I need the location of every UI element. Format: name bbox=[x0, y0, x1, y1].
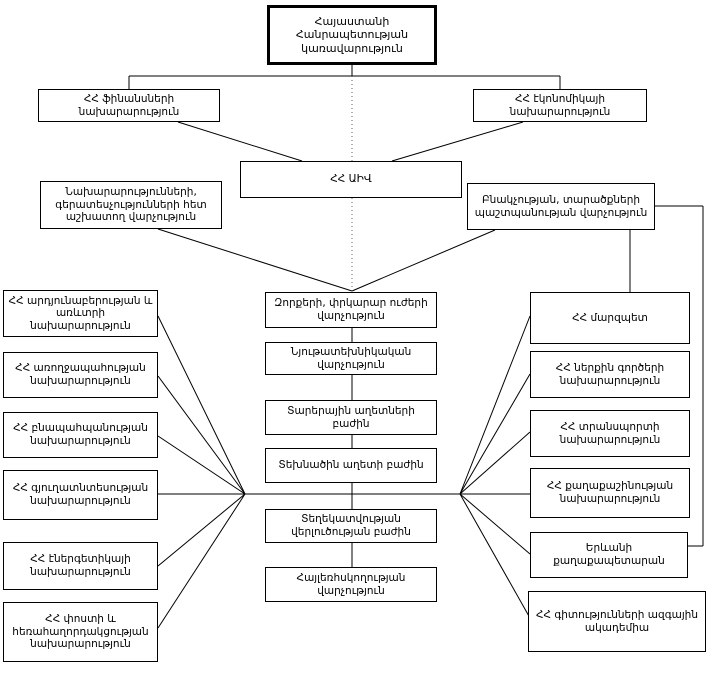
node-division-technogenic-disaster-label: Տեխնածին աղետի բաժին bbox=[278, 459, 424, 472]
node-ministry-finance: ՀՀ ֆինանսների նախարարություն bbox=[38, 89, 220, 122]
node-government-label: Հայաստանի Հանրապետության կառավարություն bbox=[295, 15, 409, 55]
node-ministry-industry-trade-label: ՀՀ արդյունաբերության և առևտրի նախարարութ… bbox=[8, 294, 153, 332]
node-marzpet: ՀՀ մարզպետ bbox=[530, 292, 690, 344]
node-ministry-post-telecom: ՀՀ փոստի և հեռահաղորդակցության նախարարու… bbox=[3, 602, 158, 662]
node-directorate-troops-rescue-forces-label: Զորքերի, փրկարար ուժերի վարչություն bbox=[274, 297, 428, 322]
node-ministry-energy: ՀՀ էներգետիկայի նախարարություն bbox=[3, 542, 158, 590]
node-directorate-logistics-label: Նյութատեխնիկական վարչություն bbox=[290, 345, 412, 371]
node-ministry-urban-development: ՀՀ քաղաքաշինության նախարարություն bbox=[530, 468, 690, 518]
node-division-information-analysis-label: Տեղեկատվության վերլուծության բաժին bbox=[291, 513, 411, 538]
node-ministry-energy-label: ՀՀ էներգետիկայի նախարարություն bbox=[30, 553, 131, 578]
node-directorate-logistics: Նյութատեխնիկական վարչություն bbox=[265, 342, 437, 375]
node-ministry-transport: ՀՀ տրանսպորտի նախարարություն bbox=[530, 410, 690, 457]
node-marzpet-label: ՀՀ մարզպետ bbox=[572, 311, 648, 324]
node-ministry-agriculture-label: ՀՀ գյուղատնտեսության նախարարություն bbox=[12, 482, 149, 507]
node-ministry-internal-affairs: ՀՀ ներքին գործերի նախարարություն bbox=[530, 351, 690, 398]
node-government: Հայաստանի Հանրապետության կառավարություն bbox=[267, 5, 437, 65]
node-ministry-post-telecom-label: ՀՀ փոստի և հեռահաղորդակցության նախարարու… bbox=[12, 613, 149, 651]
node-ministry-economy-label: ՀՀ էկոնոմիկայի նախարարություն bbox=[509, 92, 611, 118]
node-ministry-health-label: ՀՀ առողջապահության նախարարություն bbox=[15, 362, 146, 387]
node-directorate-mountain-supervision-label: Հայլեռհսկողության վարչություն bbox=[296, 571, 406, 597]
node-division-information-analysis: Տեղեկատվության վերլուծության բաժին bbox=[265, 509, 437, 543]
node-directorate-ministries-liaison-label: Նախարարությունների, գերատեսչությունների … bbox=[55, 186, 207, 224]
node-ministry-transport-label: ՀՀ տրանսպորտի նախարարություն bbox=[559, 420, 661, 446]
node-yerevan-municipality-label: Երևանի քաղաքապետարան bbox=[553, 542, 665, 567]
node-directorate-population-protection-label: Բնակչության, տարածքների պաշտպանության վա… bbox=[474, 193, 648, 219]
node-ministry-health: ՀՀ առողջապահության նախարարություն bbox=[3, 352, 158, 398]
node-ministry-agriculture: ՀՀ գյուղատնտեսության նախարարություն bbox=[3, 470, 158, 520]
node-directorate-mountain-supervision: Հայլեռհսկողության վարչություն bbox=[265, 567, 437, 602]
node-division-natural-disasters: Տարերային աղետների բաժին bbox=[265, 400, 437, 435]
node-division-natural-disasters-label: Տարերային աղետների բաժին bbox=[287, 404, 415, 430]
node-directorate-ministries-liaison: Նախարարությունների, գերատեսչությունների … bbox=[40, 181, 222, 229]
node-division-technogenic-disaster: Տեխնածին աղետի բաժին bbox=[265, 448, 437, 483]
node-ministry-economy: ՀՀ էկոնոմիկայի նախարարություն bbox=[473, 89, 647, 122]
node-ministry-finance-label: ՀՀ ֆինանսների նախարարություն bbox=[78, 92, 180, 118]
node-ministry-urban-development-label: ՀՀ քաղաքաշինության նախարարություն bbox=[546, 480, 674, 505]
node-yerevan-municipality: Երևանի քաղաքապետարան bbox=[530, 532, 688, 578]
node-emergency-administration: ՀՀ ԱԻՎ bbox=[240, 161, 462, 198]
diagonal-connectors bbox=[157, 121, 531, 629]
node-national-academy-sciences-label: ՀՀ գիտությունների ազգային ակադեմիա bbox=[536, 608, 698, 634]
node-ministry-nature-protection-label: ՀՀ բնապահպանության նախարարություն bbox=[13, 422, 148, 447]
node-ministry-industry-trade: ՀՀ արդյունաբերության և առևտրի նախարարութ… bbox=[3, 290, 158, 337]
node-ministry-internal-affairs-label: ՀՀ ներքին գործերի նախարարություն bbox=[555, 361, 665, 387]
solid-connectors bbox=[128, 65, 704, 567]
node-ministry-nature-protection: ՀՀ բնապահպանության նախարարություն bbox=[3, 412, 158, 458]
node-directorate-population-protection: Բնակչության, տարածքների պաշտպանության վա… bbox=[467, 183, 655, 230]
node-emergency-administration-label: ՀՀ ԱԻՎ bbox=[330, 173, 372, 186]
node-national-academy-sciences: ՀՀ գիտությունների ազգային ակադեմիա bbox=[528, 591, 706, 652]
node-directorate-troops-rescue-forces: Զորքերի, փրկարար ուժերի վարչություն bbox=[265, 292, 437, 328]
